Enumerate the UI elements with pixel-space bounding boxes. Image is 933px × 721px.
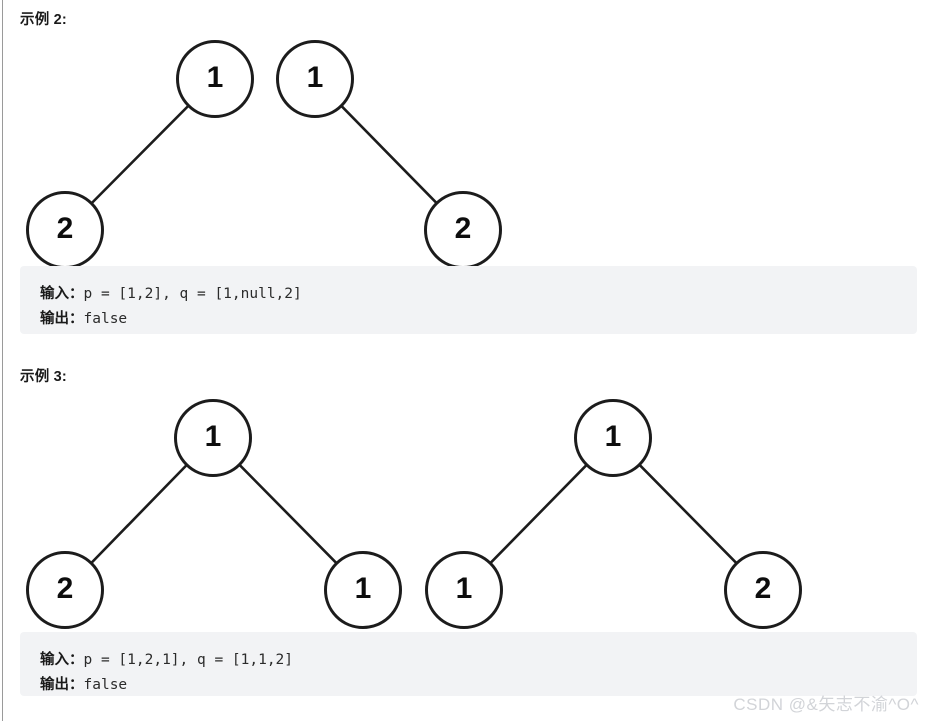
example-2-output-line: 输出：false xyxy=(40,307,897,332)
tree-node-label: 1 xyxy=(306,61,324,94)
example-3-output-line: 输出：false xyxy=(40,673,897,698)
tree-edge xyxy=(89,463,189,565)
example-3-output-label: 输出： xyxy=(40,677,84,693)
tree-node-label: 2 xyxy=(754,572,772,605)
example-2-input-label: 输入： xyxy=(40,286,84,302)
example-3-code-block: 输入：p = [1,2,1], q = [1,1,2] 输出：false xyxy=(20,632,917,696)
example-3-heading: 示例 3: xyxy=(20,369,67,385)
tree-node-label: 1 xyxy=(206,61,224,94)
tree-node-p-2: 1 xyxy=(324,551,402,629)
tree-edge xyxy=(488,463,589,565)
example-2-output-label: 输出： xyxy=(40,311,84,327)
example-3-output-value: false xyxy=(83,677,128,693)
example-3-input-label: 输入： xyxy=(40,652,84,668)
tree-edge xyxy=(637,463,739,565)
tree-node-p-1: 2 xyxy=(26,191,104,269)
example-3-input-line: 输入：p = [1,2,1], q = [1,1,2] xyxy=(40,648,897,673)
tree-node-label: 1 xyxy=(455,572,473,605)
tree-node-label: 1 xyxy=(204,420,222,453)
tree-node-q-1: 1 xyxy=(425,551,503,629)
tree-node-label: 2 xyxy=(56,572,74,605)
tree-node-label: 1 xyxy=(354,572,372,605)
tree-node-label: 2 xyxy=(56,212,74,245)
tree-edge xyxy=(237,463,339,565)
tree-edge xyxy=(339,104,439,205)
tree-node-p-0: 1 xyxy=(176,40,254,118)
example-3-input-value: p = [1,2,1], q = [1,1,2] xyxy=(83,652,294,668)
tree-node-p-1: 2 xyxy=(26,551,104,629)
example-2-code-block: 输入：p = [1,2], q = [1,null,2] 输出：false xyxy=(20,266,917,334)
tree-node-label: 1 xyxy=(604,420,622,453)
example-2-input-line: 输入：p = [1,2], q = [1,null,2] xyxy=(40,282,897,307)
tree-node-q-0: 1 xyxy=(276,40,354,118)
tree-node-label: 2 xyxy=(454,212,472,245)
tree-node-p-0: 1 xyxy=(174,399,252,477)
example-2-input-value: p = [1,2], q = [1,null,2] xyxy=(83,286,302,302)
tree-node-q-1: 2 xyxy=(424,191,502,269)
left-column-rule xyxy=(2,0,3,721)
example-2-heading: 示例 2: xyxy=(20,12,67,28)
tree-node-q-2: 2 xyxy=(724,551,802,629)
example-2-output-value: false xyxy=(83,311,128,327)
tree-edge xyxy=(89,103,191,206)
tree-node-q-0: 1 xyxy=(574,399,652,477)
csdn-watermark: CSDN @&矢志不渝^O^ xyxy=(733,695,919,714)
